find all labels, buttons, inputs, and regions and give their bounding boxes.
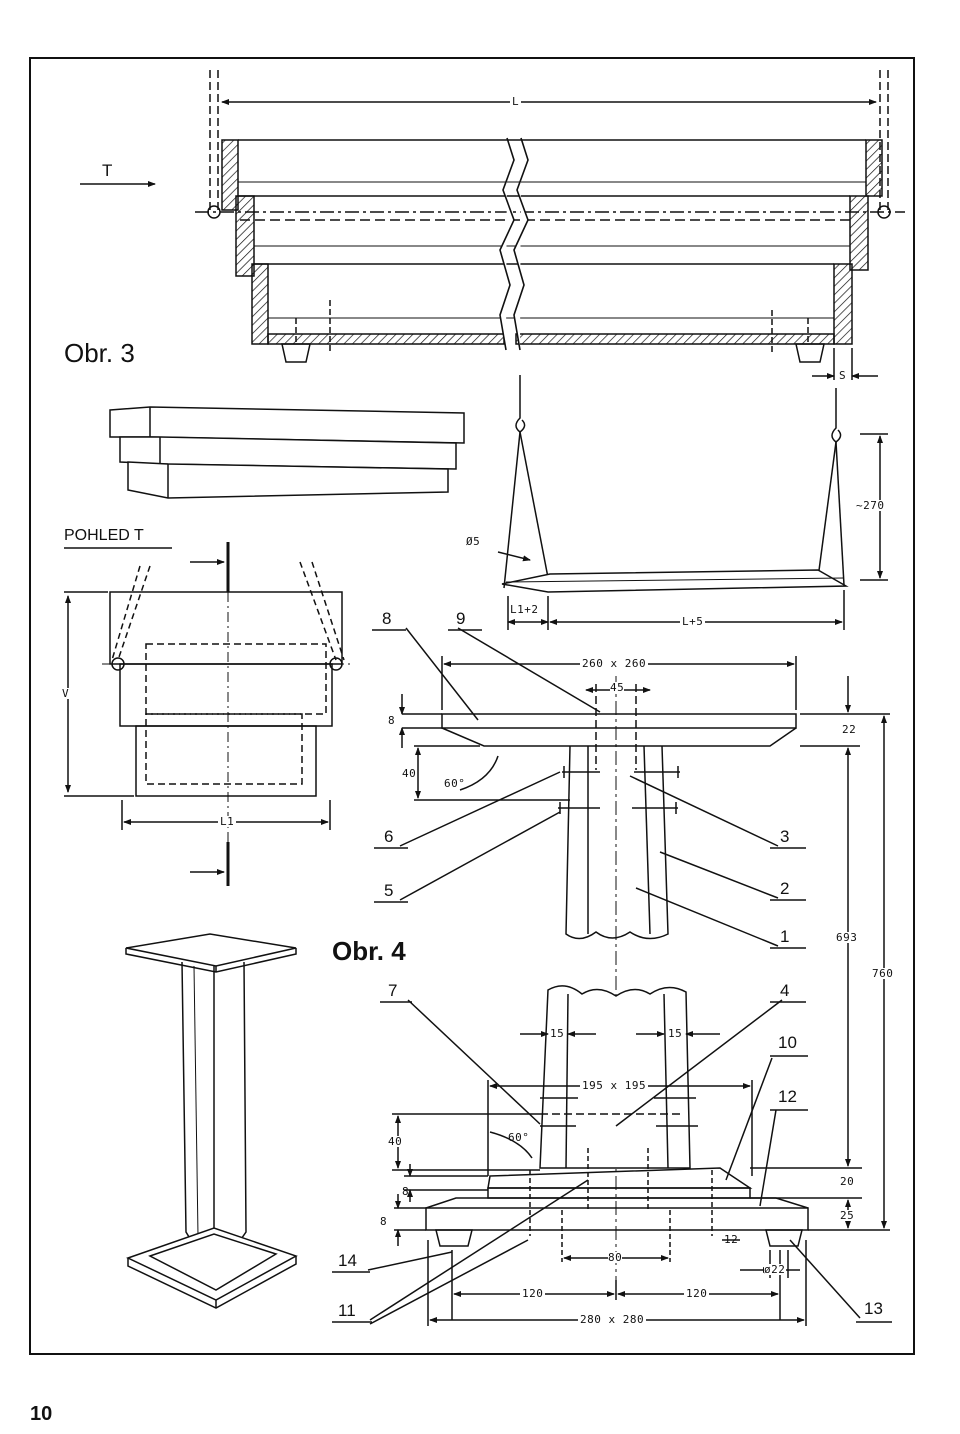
part-number-5: 5 <box>384 881 394 900</box>
hanging-rope-sketch <box>497 375 888 630</box>
dim-angle-top: 60° <box>444 777 466 790</box>
dim-S: S <box>839 369 847 382</box>
figure-4-caption: Obr. 4 <box>332 936 406 966</box>
part-number-8: 8 <box>382 609 392 628</box>
dim-approx-270: ~270 <box>856 499 885 512</box>
dim-80: 80 <box>608 1251 623 1264</box>
box-section-view <box>195 70 905 380</box>
dim-8-bottom: 8 <box>380 1215 388 1228</box>
view-title: POHLED T <box>64 527 144 544</box>
dim-20: 20 <box>840 1175 855 1188</box>
dim-760: 760 <box>872 967 894 980</box>
part-number-12: 12 <box>778 1087 797 1106</box>
dim-120-left: 120 <box>520 1287 546 1300</box>
dim-L1-plus-2: L1+2 <box>510 603 539 616</box>
dim-base-size: 280 x 280 <box>578 1313 647 1326</box>
box-perspective-sketch <box>109 406 465 499</box>
part-number-6: 6 <box>384 827 394 846</box>
dim-L1: L1 <box>218 815 237 828</box>
pedestal-perspective-sketch <box>125 933 298 1309</box>
pedestal-section-view <box>332 627 892 1326</box>
dim-22: 22 <box>842 723 857 736</box>
part-number-3: 3 <box>780 827 790 846</box>
dim-angle-bottom: 60° <box>508 1131 530 1144</box>
part-number-11: 11 <box>338 1301 356 1320</box>
dim-diameter-22: ø22 <box>764 1263 786 1276</box>
dim-12: 12 <box>724 1233 739 1246</box>
dim-15-left: 15 <box>550 1027 565 1040</box>
dim-40-top: 40 <box>402 767 417 780</box>
part-number-7: 7 <box>388 981 398 1000</box>
dim-L: L <box>510 95 522 108</box>
dim-45: 45 <box>610 681 625 694</box>
part-number-13: 13 <box>864 1299 883 1318</box>
part-number-2: 2 <box>780 879 790 898</box>
part-number-4: 4 <box>780 981 790 1000</box>
part-number-10: 10 <box>778 1033 797 1052</box>
dim-40-bottom: 40 <box>388 1135 403 1148</box>
dim-V: V <box>62 687 70 700</box>
view-arrow-label: T <box>102 161 113 180</box>
dim-L-plus-5: L+5 <box>680 615 706 628</box>
dim-top-plate-size: 260 x 260 <box>580 657 649 670</box>
dim-25: 25 <box>840 1209 855 1222</box>
dim-120-right: 120 <box>684 1287 710 1300</box>
dim-diameter-5: Ø5 <box>466 535 481 548</box>
part-number-9: 9 <box>456 609 466 628</box>
dim-mid-plate-size: 195 x 195 <box>580 1079 649 1092</box>
figure-3-caption: Obr. 3 <box>64 338 135 368</box>
dim-8-top: 8 <box>388 714 396 727</box>
end-view-t <box>64 542 350 886</box>
part-number-1: 1 <box>780 927 790 946</box>
part-number-14: 14 <box>338 1251 357 1270</box>
dim-8-middle: 8 <box>402 1185 410 1198</box>
dim-693: 693 <box>836 931 858 944</box>
dim-15-right: 15 <box>668 1027 683 1040</box>
page-number: 10 <box>30 1403 53 1425</box>
